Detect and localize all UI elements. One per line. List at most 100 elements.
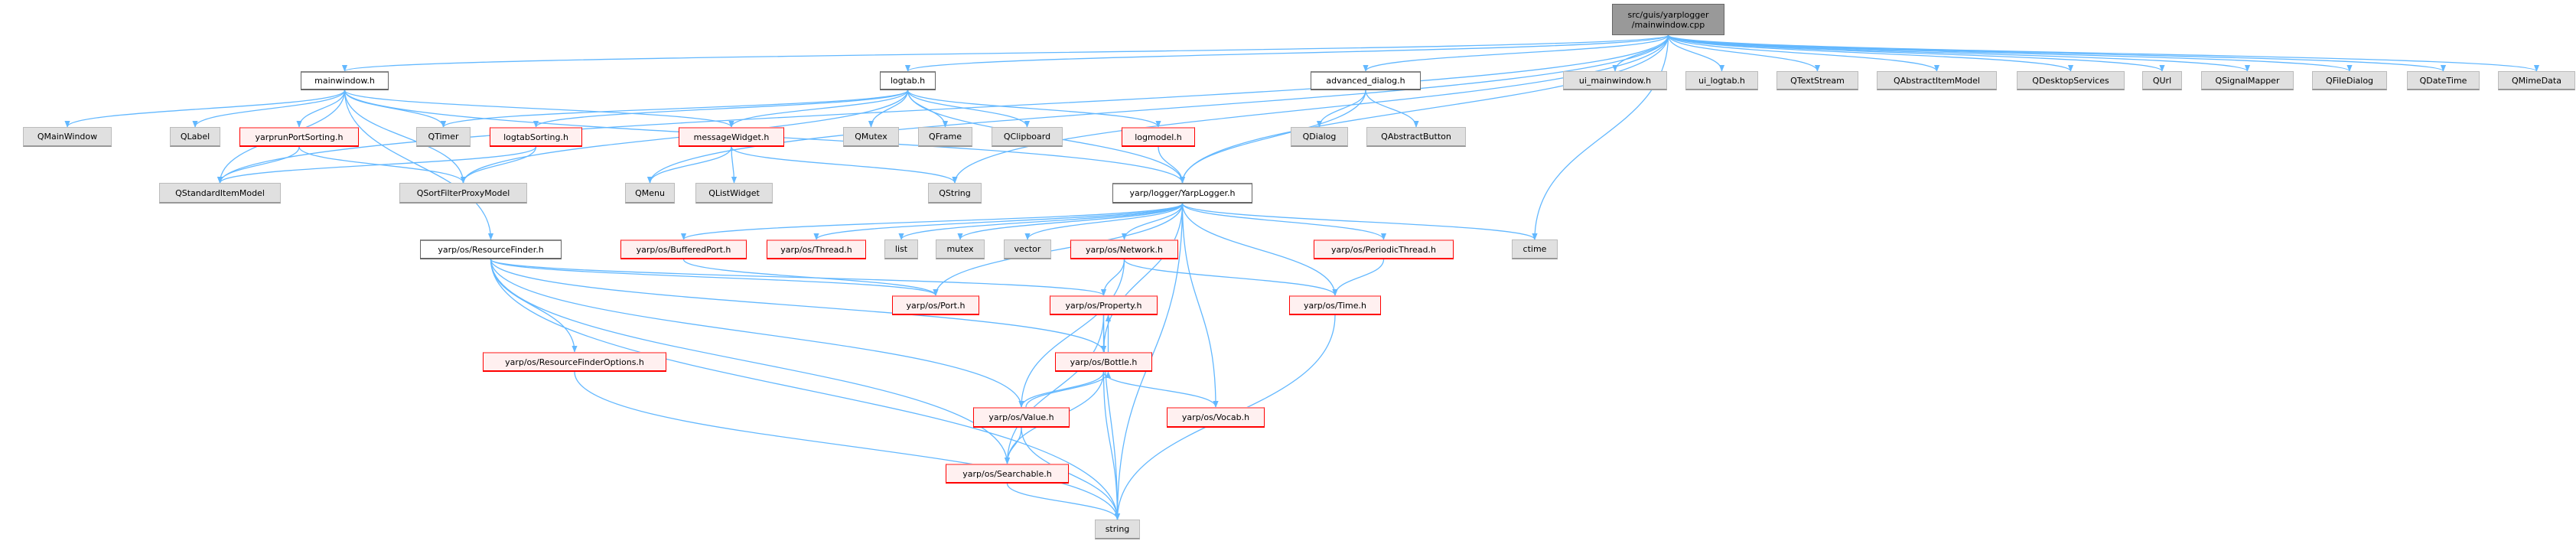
node-mutex[interactable]: mutex	[936, 239, 985, 259]
node-uilogtab[interactable]: ui_logtab.h	[1685, 71, 1758, 90]
node-label: QDesktopServices	[2032, 75, 2109, 86]
node-label: mutex	[946, 244, 974, 254]
node-logmodel[interactable]: logmodel.h	[1122, 127, 1195, 147]
node-ctime[interactable]: ctime	[1512, 239, 1558, 259]
node-vocab[interactable]: yarp/os/Vocab.h	[1167, 407, 1265, 428]
node-mainwindow[interactable]: mainwindow.h	[301, 71, 389, 90]
node-label: mainwindow.h	[314, 76, 375, 86]
node-logtabsorting[interactable]: logtabSorting.h	[490, 127, 582, 147]
node-qfiledialog[interactable]: QFileDialog	[2312, 71, 2387, 90]
node-label: messageWidget.h	[693, 132, 770, 142]
node-vector[interactable]: vector	[1004, 239, 1051, 259]
node-advdialog[interactable]: advanced_dialog.h	[1311, 71, 1421, 90]
edge-resfinder-to-rfoptions	[490, 259, 578, 353]
node-resfinder[interactable]: yarp/os/ResourceFinder.h	[420, 239, 562, 259]
edge-advdialog-to-yarplogger	[1179, 90, 1366, 184]
node-label: yarp/os/Thread.h	[780, 244, 852, 255]
edge-resfinder-to-port	[490, 259, 939, 296]
edge-cpp-to-qfiledialog	[1667, 34, 2353, 72]
node-qsfpm[interactable]: QSortFilterProxyModel	[399, 183, 527, 204]
edge-bufport-to-port	[682, 259, 939, 296]
node-uimain[interactable]: ui_mainwindow.h	[1563, 71, 1667, 90]
node-logtab[interactable]: logtab.h	[880, 71, 936, 90]
node-qstring[interactable]: QString	[928, 183, 982, 204]
node-label: yarp/logger/YarpLogger.h	[1129, 188, 1236, 198]
edge-rfoptions-to-string	[574, 371, 1121, 520]
node-qsignal[interactable]: QSignalMapper	[2201, 71, 2294, 90]
node-qmenu[interactable]: QMenu	[625, 183, 675, 204]
node-qtextstream[interactable]: QTextStream	[1776, 71, 1858, 90]
node-qmimedata[interactable]: QMimeData	[2498, 71, 2575, 90]
node-label: vector	[1014, 244, 1041, 254]
node-string[interactable]: string	[1095, 520, 1140, 539]
node-property[interactable]: yarp/os/Property.h	[1050, 295, 1158, 315]
node-qframe[interactable]: QFrame	[918, 127, 972, 147]
node-label: yarp/os/BufferedPort.h	[636, 244, 731, 255]
edge-value-to-bottle	[1025, 371, 1112, 408]
node-yarplogger[interactable]: yarp/logger/YarpLogger.h	[1112, 183, 1252, 204]
node-rfoptions[interactable]: yarp/os/ResourceFinderOptions.h	[483, 352, 666, 372]
node-qtimer[interactable]: QTimer	[416, 127, 471, 147]
edge-bottle-to-value	[1018, 371, 1105, 408]
node-label: QFileDialog	[2325, 75, 2374, 86]
node-qlabel[interactable]: QLabel	[170, 127, 220, 147]
edge-mainwindow-to-qmainwindow	[64, 90, 346, 128]
node-label: list	[894, 244, 908, 254]
node-label: QMimeData	[2512, 75, 2561, 86]
edge-cpp-to-qabsitem	[1667, 34, 1940, 72]
node-qdialog[interactable]: QDialog	[1291, 127, 1348, 147]
node-network[interactable]: yarp/os/Network.h	[1070, 239, 1178, 259]
edge-mainwindow-to-qlabel	[192, 90, 346, 128]
node-label: logtab.h	[890, 76, 926, 86]
node-qmainwindow[interactable]: QMainWindow	[23, 127, 112, 147]
edge-yarplogger-to-mutex	[957, 203, 1184, 240]
node-label: yarp/os/Bottle.h	[1070, 357, 1138, 367]
node-msgwidget[interactable]: messageWidget.h	[679, 127, 784, 147]
edge-cpp-to-uilogtab	[1667, 34, 1725, 72]
node-qabsbutton[interactable]: QAbstractButton	[1366, 127, 1466, 147]
node-qurl[interactable]: QUrl	[2142, 71, 2182, 90]
node-bufport[interactable]: yarp/os/BufferedPort.h	[620, 239, 747, 259]
edge-cpp-to-mainwindow	[342, 34, 1669, 72]
node-label: advanced_dialog.h	[1326, 76, 1405, 86]
edge-advdialog-to-qabsbutton	[1365, 90, 1419, 128]
node-list[interactable]: list	[884, 239, 918, 259]
edge-logtab-to-qmutex	[868, 90, 909, 128]
edge-bottle-to-vocab	[1102, 371, 1219, 408]
node-qsim[interactable]: QStandardItemModel	[159, 183, 281, 204]
node-value[interactable]: yarp/os/Value.h	[973, 407, 1070, 428]
edge-yarplogger-to-list	[898, 203, 1184, 240]
node-label: QListWidget	[708, 187, 760, 198]
node-qclipboard[interactable]: QClipboard	[992, 127, 1063, 147]
node-label: yarp/os/Value.h	[988, 412, 1054, 422]
node-cpp[interactable]: src/guis/yarplogger/mainwindow.cpp	[1612, 4, 1724, 35]
node-thread[interactable]: yarp/os/Thread.h	[767, 239, 866, 259]
edge-yarplogger-to-time	[1181, 203, 1338, 296]
node-qlistwidget[interactable]: QListWidget	[695, 183, 773, 204]
node-label: yarp/os/Port.h	[906, 300, 966, 311]
node-time[interactable]: yarp/os/Time.h	[1289, 295, 1381, 315]
node-port[interactable]: yarp/os/Port.h	[892, 295, 979, 315]
node-label: yarp/os/Network.h	[1085, 244, 1164, 255]
edge-value-to-string	[1021, 427, 1121, 520]
node-yrps[interactable]: yarprunPortSorting.h	[239, 127, 359, 147]
edge-value-to-searchable	[1004, 427, 1022, 464]
edge-bottle-to-string	[1102, 371, 1121, 520]
node-qdesk[interactable]: QDesktopServices	[2017, 71, 2125, 90]
edge-periodic-to-time	[1332, 259, 1385, 296]
edge-msgwidget-to-qstring	[731, 146, 958, 184]
node-qmutex[interactable]: QMutex	[843, 127, 899, 147]
node-searchable[interactable]: yarp/os/Searchable.h	[946, 464, 1069, 484]
edge-msgwidget-to-qmenu	[646, 146, 732, 184]
node-qabsitem[interactable]: QAbstractItemModel	[1877, 71, 1997, 90]
edge-cpp-to-qsignal	[1667, 34, 2250, 72]
node-label: ctime	[1522, 244, 1547, 254]
edge-yarplogger-to-bottle	[1100, 203, 1184, 353]
node-label: yarprunPortSorting.h	[255, 132, 344, 142]
edge-yarplogger-to-bufport	[681, 203, 1184, 240]
node-periodic[interactable]: yarp/os/PeriodicThread.h	[1314, 239, 1454, 259]
node-qdatetime[interactable]: QDateTime	[2407, 71, 2480, 90]
node-bottle[interactable]: yarp/os/Bottle.h	[1055, 352, 1152, 372]
node-label: QDialog	[1302, 132, 1337, 142]
edge-network-to-property	[1100, 259, 1125, 296]
